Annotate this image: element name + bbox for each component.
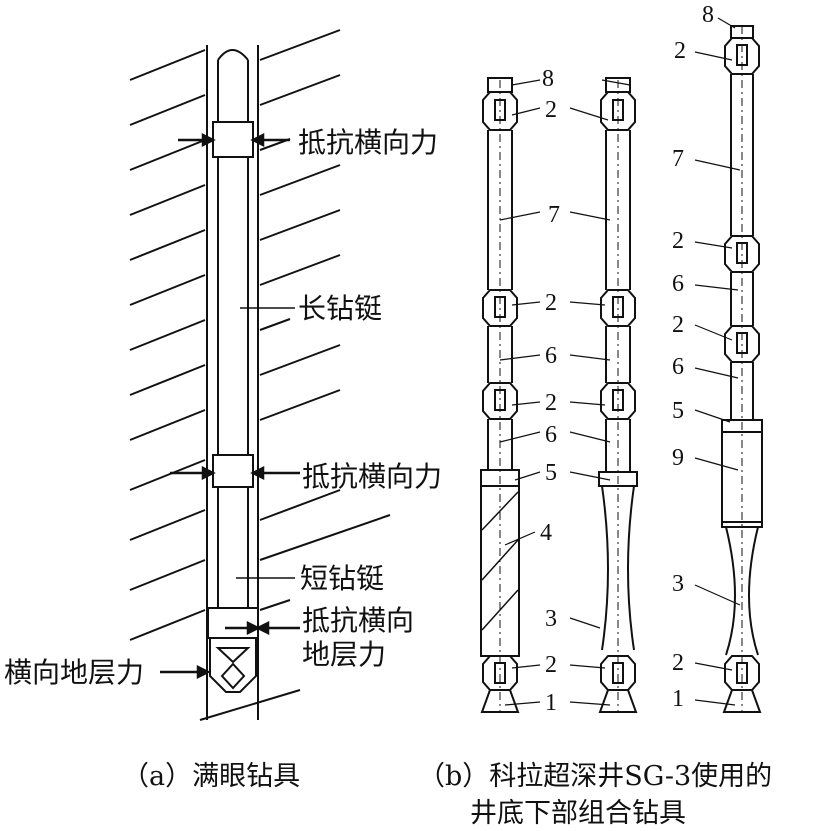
num-2-d3: 2 [672, 650, 684, 676]
num-3-a2: 3 [545, 606, 557, 632]
label-short-hinge: 短钻铤 [300, 562, 384, 595]
num-6-a1: 6 [545, 343, 557, 369]
num-2-a1: 2 [545, 97, 557, 123]
num-2-c3: 2 [672, 312, 684, 338]
panel-a-leaders [236, 307, 295, 579]
caption-b-line2: 井底下部组合钻具 [470, 798, 686, 829]
bha-assembly-2 [598, 77, 638, 713]
num-6-b3: 6 [672, 354, 684, 380]
num-9: 9 [672, 445, 684, 471]
label-force-low-1: 抵抗横向 [302, 604, 414, 637]
label-long-hinge: 长钻铤 [298, 292, 382, 325]
panel-b-numbers: 8 2 7 2 6 2 6 5 4 3 2 1 8 2 7 2 6 2 6 5 … [540, 2, 714, 716]
label-force-mid: 抵抗横向力 [302, 460, 442, 493]
num-1-a1: 1 [545, 690, 557, 716]
num-2-b1: 2 [545, 290, 557, 316]
num-4: 4 [540, 520, 552, 546]
num-2-a3: 2 [674, 38, 686, 64]
num-2-b3: 2 [672, 228, 684, 254]
full-hole-assembly [206, 45, 259, 720]
force-arrows [160, 132, 300, 680]
caption-b-line1: （b）科拉超深井SG-3使用的 [418, 761, 772, 792]
bha-assembly-1 [480, 77, 520, 713]
num-5-a3: 5 [672, 398, 684, 424]
num-7-a3: 7 [672, 146, 684, 172]
num-2-d1: 2 [545, 652, 557, 678]
label-force-top: 抵抗横向力 [298, 126, 438, 159]
num-2-c1: 2 [545, 390, 557, 416]
caption-a: （a）满眼钻具 [122, 761, 300, 792]
panel-a-hatching [129, 29, 391, 721]
bha-assembly-3 [721, 25, 763, 713]
num-6-a3: 6 [672, 271, 684, 297]
num-5-a1: 5 [545, 460, 557, 486]
num-1-a3: 1 [672, 686, 684, 712]
num-8-a1: 8 [542, 66, 554, 92]
num-7-a1: 7 [548, 202, 560, 228]
label-force-low-2: 地层力 [302, 638, 386, 671]
num-3-a3: 3 [672, 571, 684, 597]
num-6-b1: 6 [545, 422, 557, 448]
num-8-a3: 8 [702, 2, 714, 28]
label-formation-force: 横向地层力 [4, 656, 144, 689]
panel-b-leaders [499, 17, 741, 706]
